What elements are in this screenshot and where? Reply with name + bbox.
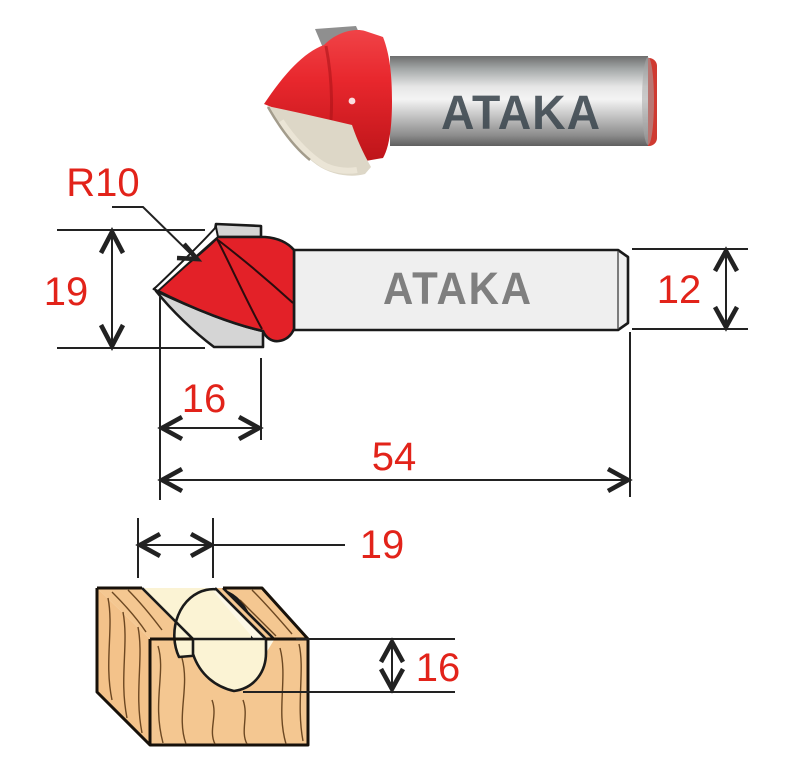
dim-16-arrow-right	[237, 414, 264, 442]
groove-edge-right-outer	[222, 587, 275, 640]
groove-width-arrow-left	[135, 531, 162, 559]
brand-label-drawing: ATAKA	[383, 263, 533, 314]
radius-leader-arrow	[176, 242, 203, 262]
photo-bit-carbide	[267, 106, 371, 176]
dim-19-arrow-up	[98, 227, 126, 255]
wood-front-face	[150, 639, 308, 745]
drawing-cutter-top	[212, 222, 263, 239]
groove-edge-right-inner	[214, 587, 267, 640]
dim-54-arrow-left	[157, 466, 184, 494]
wood-grain-lines	[107, 589, 304, 745]
photo-head-highlight	[348, 97, 356, 105]
dim-cut-length-label: 16	[182, 377, 227, 421]
dim-shank-diameter-label: 12	[657, 268, 702, 312]
groove-edge-left	[141, 587, 194, 640]
groove-front-profile	[191, 637, 268, 693]
drawing-head-facet-line-2	[217, 239, 294, 304]
wood-profile-drawing: 19 16	[95, 518, 461, 747]
photo-carbide-shadow-edge	[266, 106, 311, 161]
groove-width-arrow-right	[189, 531, 216, 559]
drawing-head-facet-line-1	[216, 238, 263, 330]
groove-depth-label: 16	[416, 646, 461, 690]
dim-12-arrow-down	[712, 305, 740, 332]
groove-right-step	[215, 588, 274, 639]
groove-depth-arrow-up	[378, 637, 406, 664]
radius-leader-line	[112, 206, 195, 258]
photo-shank-end-cap-shading	[642, 57, 654, 145]
dim-radius-label: R10	[66, 161, 139, 205]
dim-12-arrow-up	[712, 246, 740, 273]
dim-19-arrow-down	[98, 323, 126, 351]
photo-carbide-sheen	[278, 119, 358, 174]
photo-bit: ATAKA	[264, 26, 657, 176]
groove-far-wall	[213, 589, 274, 653]
groove-depth-arrow-down	[378, 667, 406, 694]
wood-block-outline	[95, 586, 310, 747]
photo-bit-shank	[390, 56, 648, 146]
brand-label-photo: ATAKA	[441, 87, 601, 140]
dim-16-arrow-left	[157, 414, 184, 442]
groove-width-label: 19	[360, 523, 405, 567]
photo-bit-head	[264, 30, 392, 164]
dim-cut-diameter-label: 19	[44, 270, 89, 314]
dim-overall-length-label: 54	[372, 435, 417, 479]
dim-54-arrow-right	[606, 466, 633, 494]
dimension-drawing: ATAKA R10 19 16 54 12	[44, 161, 748, 500]
